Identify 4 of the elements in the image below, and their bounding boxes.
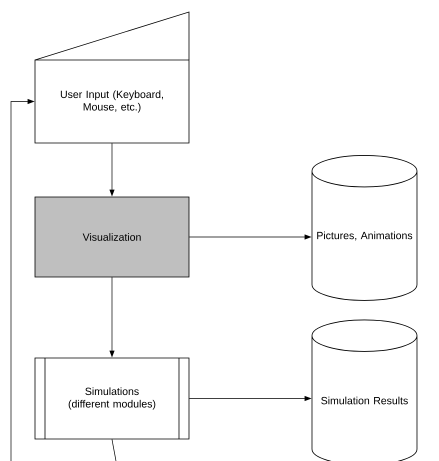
process-box: Visualization <box>34 196 190 278</box>
database-cylinder: Simulation Results <box>312 320 418 461</box>
subroutine-box: Simulations (different modules) <box>34 358 190 440</box>
database-cylinder: Pictures, Animations <box>312 155 418 301</box>
